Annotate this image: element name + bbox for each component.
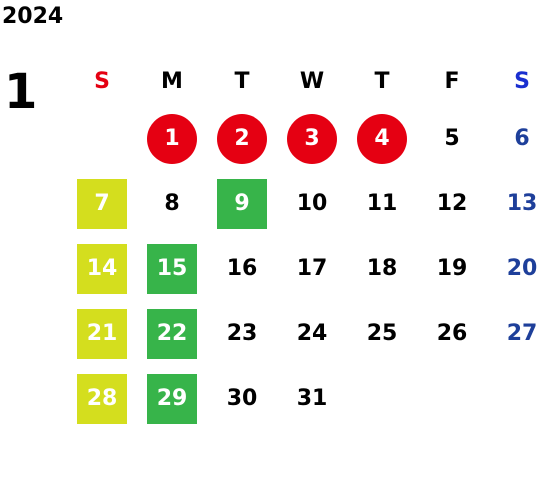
day-number: 21 [77, 308, 127, 359]
day-number: 14 [77, 243, 127, 294]
day-number: 8 [164, 191, 180, 216]
day-cell[interactable]: 10 [277, 171, 347, 236]
day-number: 4 [357, 113, 407, 164]
weekday-header: F [444, 68, 460, 94]
day-cell[interactable]: 9 [207, 171, 277, 236]
day-number: 11 [366, 191, 398, 216]
day-cell[interactable]: 23 [207, 301, 277, 366]
weekday-header: T [234, 68, 250, 94]
day-cell[interactable]: 31 [277, 366, 347, 431]
weekday-header: S [94, 68, 110, 94]
day-cell[interactable]: 1 [137, 106, 207, 171]
day-number: 5 [444, 126, 460, 151]
day-cell[interactable]: 17 [277, 236, 347, 301]
day-cell[interactable]: 20 [487, 236, 548, 301]
day-cell[interactable]: 13 [487, 171, 548, 236]
day-number: 1 [147, 113, 197, 164]
day-number: 22 [147, 308, 197, 359]
day-number: 27 [506, 321, 538, 346]
day-number: 6 [514, 126, 530, 151]
day-cell[interactable]: 7 [67, 171, 137, 236]
weekday-header: W [299, 68, 325, 94]
day-number: 23 [226, 321, 258, 346]
day-cell[interactable]: 18 [347, 236, 417, 301]
day-cell[interactable]: 25 [347, 301, 417, 366]
day-number: 26 [436, 321, 468, 346]
day-cell[interactable]: 3 [277, 106, 347, 171]
day-number: 20 [506, 256, 538, 281]
weekday-header: S [514, 68, 530, 94]
weekday-header: M [161, 68, 183, 94]
empty-day-cell [67, 106, 137, 171]
day-number: 15 [147, 243, 197, 294]
day-number: 16 [226, 256, 258, 281]
day-cell[interactable]: 16 [207, 236, 277, 301]
day-cell[interactable]: 28 [67, 366, 137, 431]
day-number: 31 [296, 386, 328, 411]
month-label: 1 [4, 64, 38, 120]
day-number: 2 [217, 113, 267, 164]
day-cell[interactable]: 11 [347, 171, 417, 236]
day-number: 19 [436, 256, 468, 281]
day-cell[interactable]: 29 [137, 366, 207, 431]
day-cell[interactable]: 26 [417, 301, 487, 366]
day-cell[interactable]: 2 [207, 106, 277, 171]
day-cell[interactable]: 27 [487, 301, 548, 366]
day-number: 18 [366, 256, 398, 281]
weekday-header: T [374, 68, 390, 94]
day-number: 30 [226, 386, 258, 411]
day-number: 7 [77, 178, 127, 229]
day-number: 9 [217, 178, 267, 229]
day-number: 13 [506, 191, 538, 216]
day-number: 24 [296, 321, 328, 346]
day-cell[interactable]: 6 [487, 106, 548, 171]
day-number: 17 [296, 256, 328, 281]
day-cell[interactable]: 12 [417, 171, 487, 236]
day-cell[interactable]: 21 [67, 301, 137, 366]
day-cell[interactable]: 5 [417, 106, 487, 171]
day-number: 29 [147, 373, 197, 424]
day-cell[interactable]: 24 [277, 301, 347, 366]
day-cell[interactable]: 8 [137, 171, 207, 236]
day-cell[interactable]: 4 [347, 106, 417, 171]
year-label: 2024 [2, 4, 64, 29]
day-number: 28 [77, 373, 127, 424]
day-cell[interactable]: 15 [137, 236, 207, 301]
day-cell[interactable]: 14 [67, 236, 137, 301]
day-cell[interactable]: 30 [207, 366, 277, 431]
day-number: 25 [366, 321, 398, 346]
day-number: 3 [287, 113, 337, 164]
day-number: 12 [436, 191, 468, 216]
day-cell[interactable]: 19 [417, 236, 487, 301]
day-number: 10 [296, 191, 328, 216]
day-cell[interactable]: 22 [137, 301, 207, 366]
